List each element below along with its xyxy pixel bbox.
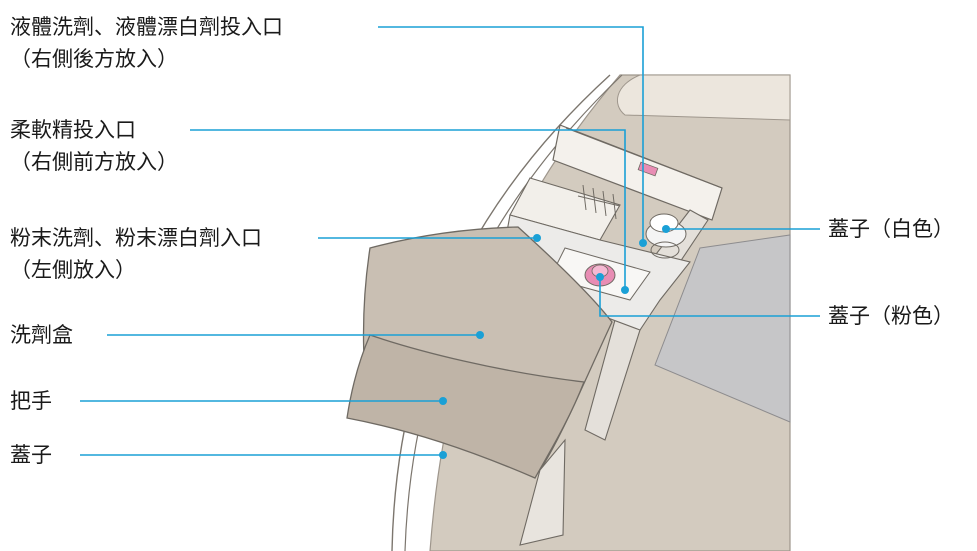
- label-detergent-box: 洗劑盒: [10, 323, 73, 347]
- leader-dots: [439, 225, 670, 459]
- dot-powder: [533, 234, 541, 242]
- dot-detergent-box: [476, 331, 484, 339]
- white-cap-ring: [650, 241, 680, 259]
- leader-lines: [80, 26, 820, 456]
- label-handle: 把手: [10, 389, 52, 413]
- drawer-lid-panel: [346, 334, 585, 479]
- dot-cap-white: [662, 225, 670, 233]
- leader-cap-pink: [599, 277, 820, 317]
- leader-liquid: [378, 26, 644, 243]
- drawer-support: [519, 438, 566, 546]
- label-liquid-detergent-note: （右側後方放入）: [10, 47, 178, 71]
- top-recess: [616, 74, 791, 121]
- drawer-ribs: [577, 184, 621, 220]
- dot-cap-pink: [596, 273, 604, 281]
- label-softener: 柔軟精投入口: [10, 118, 136, 142]
- label-powder-detergent: 粉末洗劑、粉末漂白劑入口: [10, 226, 262, 250]
- label-liquid-detergent: 液體洗劑、液體漂白劑投入口: [10, 15, 283, 39]
- dot-softener: [621, 286, 629, 294]
- label-cap-white: 蓋子（白色）: [828, 217, 954, 241]
- dot-lid: [439, 451, 447, 459]
- label-softener-note: （右側前方放入）: [10, 150, 178, 174]
- viewing-window: [654, 234, 791, 423]
- label-lid: 蓋子: [10, 443, 52, 467]
- drawer-back-top: [565, 127, 723, 189]
- dot-handle: [439, 397, 447, 405]
- dot-liquid: [639, 239, 647, 247]
- leader-softener: [190, 129, 626, 290]
- label-cap-pink: 蓋子（粉色）: [828, 304, 954, 328]
- label-powder-detergent-note: （左側放入）: [10, 258, 136, 282]
